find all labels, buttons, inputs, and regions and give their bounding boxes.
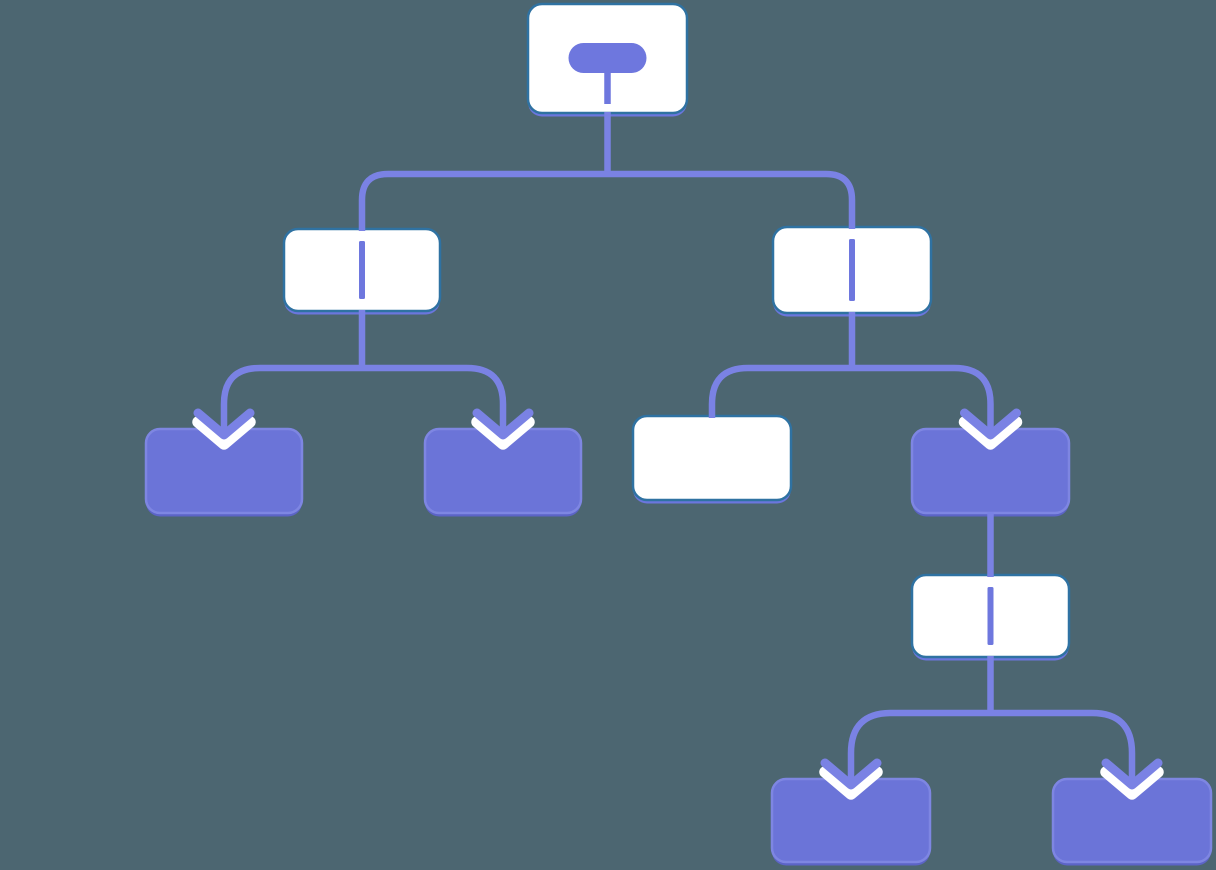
node-child-blank (631, 414, 793, 504)
connector-edge (708, 364, 852, 418)
chevron-arrow-icon (193, 408, 255, 440)
connector-edge (358, 170, 608, 231)
node-leaf-bottom-1 (770, 777, 932, 866)
node-root (526, 2, 689, 117)
chevron-under-icon (192, 416, 256, 450)
connector-edge (847, 709, 991, 784)
node-leaf-right (910, 427, 1071, 517)
node-leaf-left-1 (144, 427, 304, 517)
chevron-arrow-icon (1101, 758, 1163, 790)
chevron-under-icon (819, 766, 883, 800)
root-stem-icon (604, 71, 611, 104)
chevron-arrow-icon (472, 408, 534, 440)
node-leaf-bottom-2 (1051, 777, 1213, 866)
connector-edge (220, 364, 362, 434)
connector-edge (852, 364, 994, 434)
subtopic-node-box[interactable] (631, 414, 793, 502)
chevron-under-icon (1100, 766, 1164, 800)
root-pill-icon (568, 43, 647, 73)
chevron-arrow-icon (960, 408, 1021, 440)
node-branch-right (771, 225, 933, 317)
connector-edge (607, 170, 856, 229)
branch-divider-icon (849, 239, 855, 301)
branch-divider-icon (987, 587, 994, 645)
node-branch-bottom (910, 573, 1071, 661)
chevron-arrow-icon (820, 758, 882, 790)
chevron-under-icon (958, 416, 1023, 450)
chevron-under-icon (471, 416, 535, 450)
connector-edge (990, 709, 1136, 784)
connector-edge (362, 364, 507, 434)
node-branch-left (282, 227, 442, 315)
branch-divider-icon (359, 241, 365, 299)
